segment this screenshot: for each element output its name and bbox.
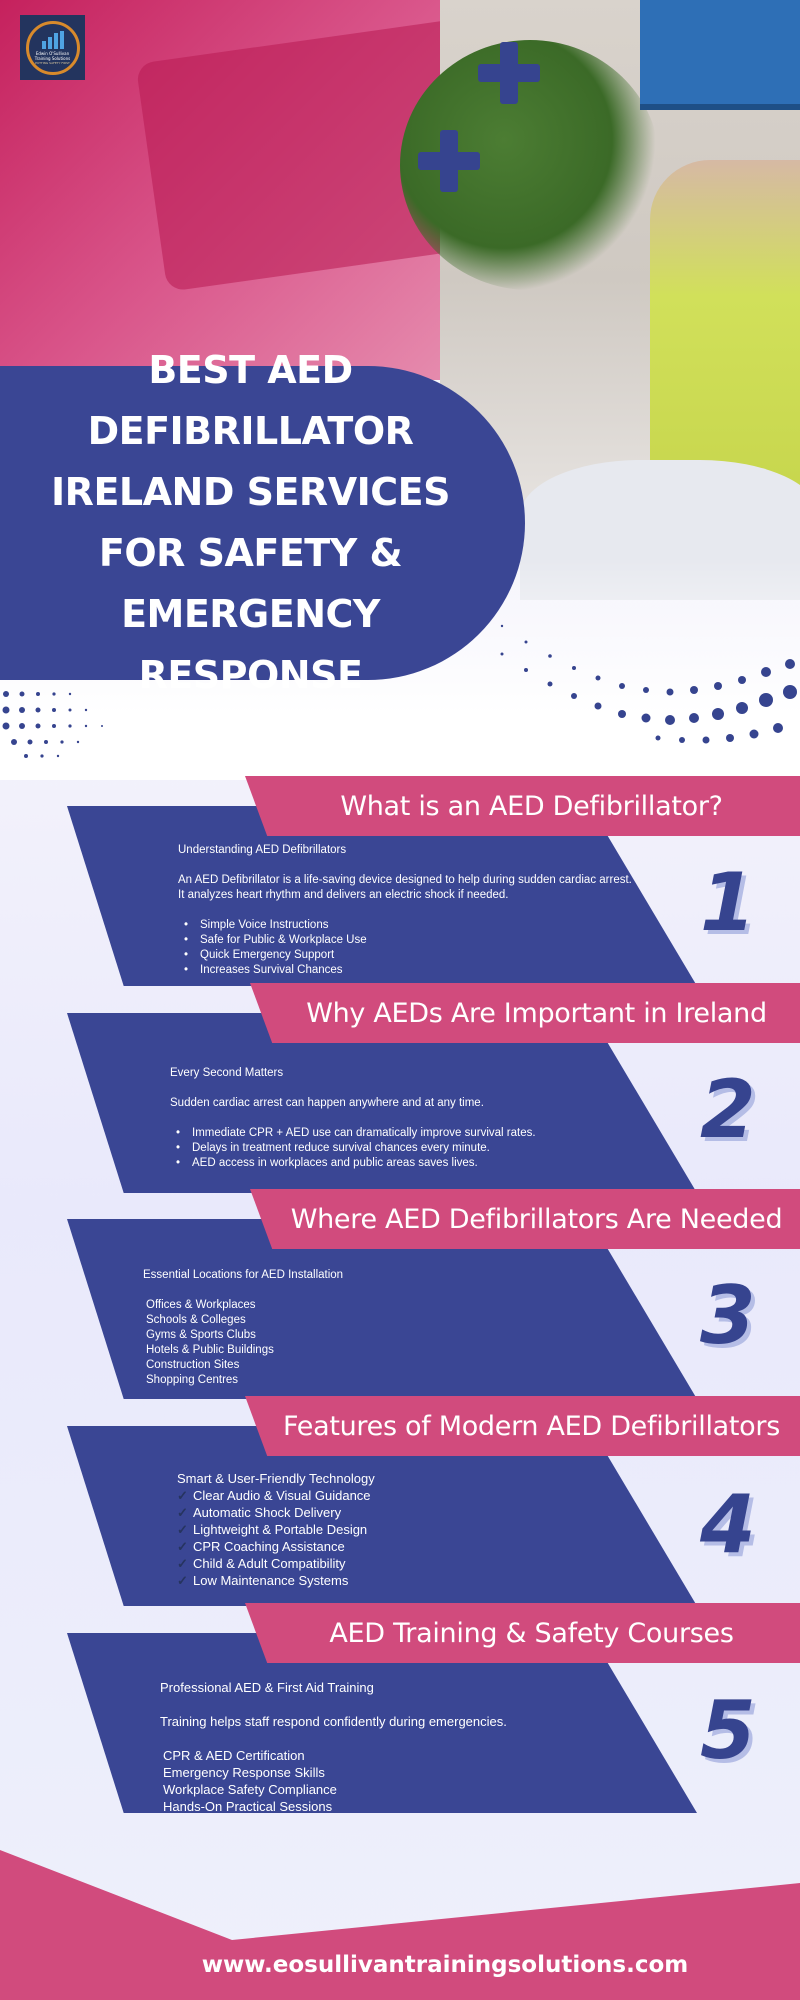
checkmark-icon: ✓ <box>177 1488 188 1503</box>
list-item: ✓ Clear Audio & Visual Guidance <box>177 1487 637 1504</box>
section-banner: AED Training & Safety Courses <box>245 1603 800 1663</box>
section-number: 1 <box>700 856 756 949</box>
list-item: ✓ Low Maintenance Systems <box>177 1572 637 1589</box>
bar-chart-icon <box>41 30 64 49</box>
list-item: Hands-On Practical Sessions <box>163 1799 333 1814</box>
benefit-list: Immediate CPR + AED use can dramatically… <box>170 1126 630 1171</box>
trainee-image <box>650 160 800 500</box>
section-subtitle: Professional AED & First Aid Training <box>160 1680 374 1695</box>
list-item: Simple Voice Instructions <box>178 918 638 933</box>
title-panel: BEST AED DEFIBRILLATOR IRELAND SERVICES … <box>0 348 525 697</box>
list-item: Immediate CPR + AED use can dramatically… <box>170 1126 630 1141</box>
list-item: Increases Survival Chances <box>178 963 638 978</box>
checkmark-icon: ✓ <box>177 1539 188 1554</box>
section-content: Understanding AED Defibrillators An AED … <box>178 843 638 978</box>
list-item-label: Child & Adult Compatibility <box>193 1556 346 1571</box>
list-item-label: CPR Coaching Assistance <box>193 1539 345 1554</box>
list-item: Safe for Public & Workplace Use <box>178 933 638 948</box>
list-item: AED access in workplaces and public area… <box>170 1156 630 1171</box>
list-item: ✓ Automatic Shock Delivery <box>177 1504 637 1521</box>
section-paragraph: Training helps staff respond confidently… <box>160 1714 507 1729</box>
section-number: 4 <box>700 1478 756 1571</box>
section-subtitle: Understanding AED Defibrillators <box>178 844 347 856</box>
feature-checklist: ✓ Clear Audio & Visual Guidance ✓ Automati… <box>177 1487 637 1589</box>
section-features: Features of Modern AED Defibrillators 4 … <box>0 1396 800 1606</box>
company-logo[interactable]: Edwin O'Sullivan Training Solutions PUTT… <box>20 15 85 80</box>
list-item: Workplace Safety Compliance <box>163 1782 337 1797</box>
list-item: Emergency Response Skills <box>163 1765 325 1780</box>
list-item: Offices & Workplaces <box>146 1299 256 1311</box>
section-number: 3 <box>700 1269 756 1362</box>
section-subtitle: Smart & User-Friendly Technology <box>177 1471 375 1486</box>
section-subtitle: Every Second Matters <box>170 1067 284 1079</box>
medical-cross-icon <box>478 42 540 104</box>
section-banner: Features of Modern AED Defibrillators <box>245 1396 800 1456</box>
section-content: Essential Locations for AED Installation… <box>143 1268 603 1388</box>
section-paragraph: Sudden cardiac arrest can happen anywher… <box>170 1097 484 1109</box>
list-item: ✓ Lightweight & Portable Design <box>177 1521 637 1538</box>
section-paragraph: An AED Defibrillator is a life-saving de… <box>178 874 632 901</box>
page-title: BEST AED DEFIBRILLATOR IRELAND SERVICES … <box>51 348 450 697</box>
section-number: 2 <box>700 1063 756 1156</box>
logo-sub: Training Solutions <box>34 55 71 61</box>
section-heading: Why AEDs Are Important in Ireland <box>306 997 767 1029</box>
section-banner: Where AED Defibrillators Are Needed <box>250 1189 800 1249</box>
list-item: ✓ CPR Coaching Assistance <box>177 1538 637 1555</box>
list-item-label: Lightweight & Portable Design <box>193 1522 368 1537</box>
list-item: Hotels & Public Buildings <box>146 1344 274 1356</box>
section-what-is-aed: What is an AED Defibrillator? 1 Understa… <box>0 776 800 986</box>
logo-tagline: PUTTING SAFETY FIRST <box>35 60 70 65</box>
section-panel <box>67 1219 697 1399</box>
hero: Edwin O'Sullivan Training Solutions PUTT… <box>0 0 800 780</box>
section-heading: Features of Modern AED Defibrillators <box>283 1410 780 1442</box>
list-item: Schools & Colleges <box>146 1314 246 1326</box>
list-item-label: Clear Audio & Visual Guidance <box>193 1488 371 1503</box>
logo-ring: Edwin O'Sullivan Training Solutions PUTT… <box>25 20 80 75</box>
list-item-label: Low Maintenance Systems <box>193 1573 349 1588</box>
list-item: Construction Sites <box>146 1359 240 1371</box>
course-list: CPR & AED Certification Emergency Respon… <box>160 1747 620 1815</box>
website-link[interactable]: www.eosullivantrainingsolutions.com <box>201 1952 689 1978</box>
feature-list: Simple Voice Instructions Safe for Publi… <box>178 918 638 978</box>
wall-screen-image <box>640 0 800 110</box>
section-heading: AED Training & Safety Courses <box>329 1617 734 1649</box>
section-banner: Why AEDs Are Important in Ireland <box>250 983 800 1043</box>
footer: www.eosullivantrainingsolutions.com <box>0 1850 800 2000</box>
dot-pattern-right <box>500 624 797 744</box>
section-panel <box>67 1426 697 1606</box>
list-item: Shopping Centres <box>146 1374 239 1386</box>
section-subtitle: Essential Locations for AED Installation <box>143 1269 344 1281</box>
logo-name: Edwin O'Sullivan <box>35 50 70 56</box>
section-where-needed: Where AED Defibrillators Are Needed 3 Es… <box>0 1189 800 1399</box>
dot-pattern-left <box>2 691 103 758</box>
section-content: Smart & User-Friendly Technology ✓ Clear … <box>177 1470 637 1589</box>
checkmark-icon: ✓ <box>177 1522 188 1537</box>
list-item: Gyms & Sports Clubs <box>146 1329 256 1341</box>
section-banner: What is an AED Defibrillator? <box>245 776 800 836</box>
section-why-important: Why AEDs Are Important in Ireland 2 Ever… <box>0 983 800 1193</box>
checkmark-icon: ✓ <box>177 1556 188 1571</box>
section-panel <box>67 1633 697 1813</box>
section-content: Every Second Matters Sudden cardiac arre… <box>170 1066 630 1171</box>
section-content: Professional AED & First Aid Training Tr… <box>160 1679 620 1815</box>
list-item: Quick Emergency Support <box>178 948 638 963</box>
list-item: ✓ Child & Adult Compatibility <box>177 1555 637 1572</box>
checkmark-icon: ✓ <box>177 1573 188 1588</box>
list-item: CPR & AED Certification <box>163 1748 305 1763</box>
section-heading: Where AED Defibrillators Are Needed <box>290 1203 783 1235</box>
medical-cross-icon <box>418 130 480 192</box>
list-item: Delays in treatment reduce survival chan… <box>170 1141 630 1156</box>
checkmark-icon: ✓ <box>177 1505 188 1520</box>
section-training: AED Training & Safety Courses 5 Professi… <box>0 1603 800 1815</box>
location-list: Offices & Workplaces Schools & Colleges … <box>143 1298 603 1388</box>
section-number: 5 <box>700 1684 756 1777</box>
list-item-label: Automatic Shock Delivery <box>193 1505 342 1520</box>
section-heading: What is an AED Defibrillator? <box>340 790 723 822</box>
